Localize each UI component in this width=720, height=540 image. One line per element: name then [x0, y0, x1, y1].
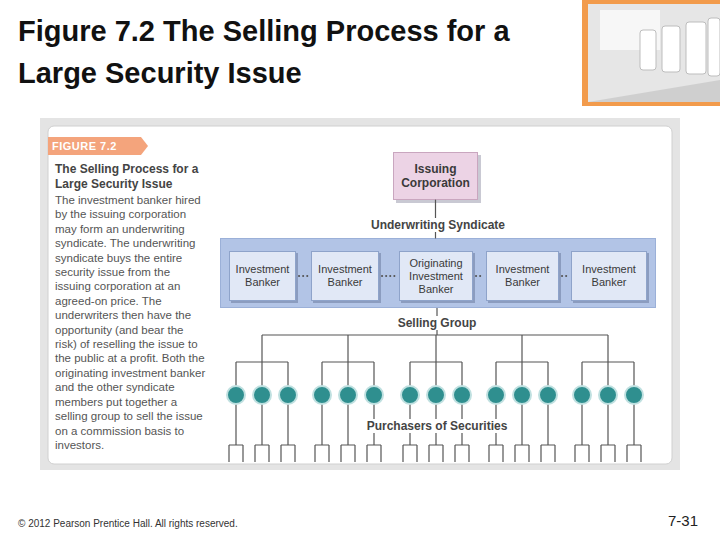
tree-line [435, 335, 436, 362]
banker-box: Investment Banker [229, 251, 296, 301]
selling-tree [229, 308, 641, 462]
seller-dot [573, 386, 591, 404]
seller-dot [625, 386, 643, 404]
node-text: Originating Investment Banker [400, 257, 472, 296]
slide-title: Figure 7.2 The Selling Process for a Lar… [18, 10, 563, 94]
figure-inner-panel [48, 126, 672, 464]
seller-dot [539, 386, 557, 404]
tree-line [347, 335, 348, 362]
seller-dot [513, 386, 531, 404]
figure-tag: FIGURE 7.2 [52, 140, 117, 153]
photo-chair [708, 18, 720, 76]
seller-dots [227, 386, 643, 404]
tree-line [261, 335, 262, 362]
seller-dot [339, 386, 357, 404]
issuer-box: Issuing Corporation [393, 152, 478, 200]
seller-dot [401, 386, 419, 404]
node-text: Investment Banker [487, 263, 558, 289]
tree-drops [236, 362, 634, 386]
figure-caption: The investment banker hired by the issui… [55, 193, 207, 452]
banker-box: Investment Banker [311, 251, 379, 301]
photo-chair [662, 26, 680, 72]
tree-line [262, 334, 608, 335]
banker-box: Investment Banker [486, 251, 559, 301]
figure-heading: The Selling Process for a Large Security… [55, 162, 205, 192]
seller-dot [453, 386, 471, 404]
copyright-note: © 2012 Pearson Prentice Hall. All rights… [18, 518, 238, 529]
seller-dot [279, 386, 297, 404]
page-number: 7-31 [668, 512, 698, 529]
node-text: Underwriting Syndicate [367, 218, 509, 232]
photo-chair [640, 30, 656, 70]
seller-dot [253, 386, 271, 404]
photo-table [588, 80, 720, 102]
node-text: Issuing Corporation [394, 162, 477, 190]
seller-dot [427, 386, 445, 404]
banker-box: Originating Investment Banker [399, 251, 473, 301]
purchaser-forks [229, 444, 641, 445]
seller-dot [599, 386, 617, 404]
figure-tag-shape [48, 137, 148, 155]
figure-panel [40, 118, 680, 470]
group-label: Purchasers of Securities [363, 419, 512, 433]
photo-background [588, 4, 720, 102]
purchaser-branches [229, 445, 641, 462]
photo-frame [582, 0, 720, 106]
banker-box: Investment Banker [571, 251, 647, 301]
node-text: Investment Banker [230, 263, 295, 289]
seller-dot [227, 386, 245, 404]
photo-chair [686, 22, 706, 74]
node-text: Investment Banker [312, 263, 378, 289]
tree-line [521, 335, 522, 362]
group-label: Selling Group [394, 316, 481, 330]
purchaser-lines [236, 404, 634, 445]
seller-dot [487, 386, 505, 404]
seller-dot [365, 386, 383, 404]
node-text: Investment Banker [572, 263, 646, 289]
tree-line [607, 335, 608, 362]
seller-dot [313, 386, 331, 404]
syndicate-band: Underwriting SyndicateInvestment BankerI… [220, 238, 656, 308]
